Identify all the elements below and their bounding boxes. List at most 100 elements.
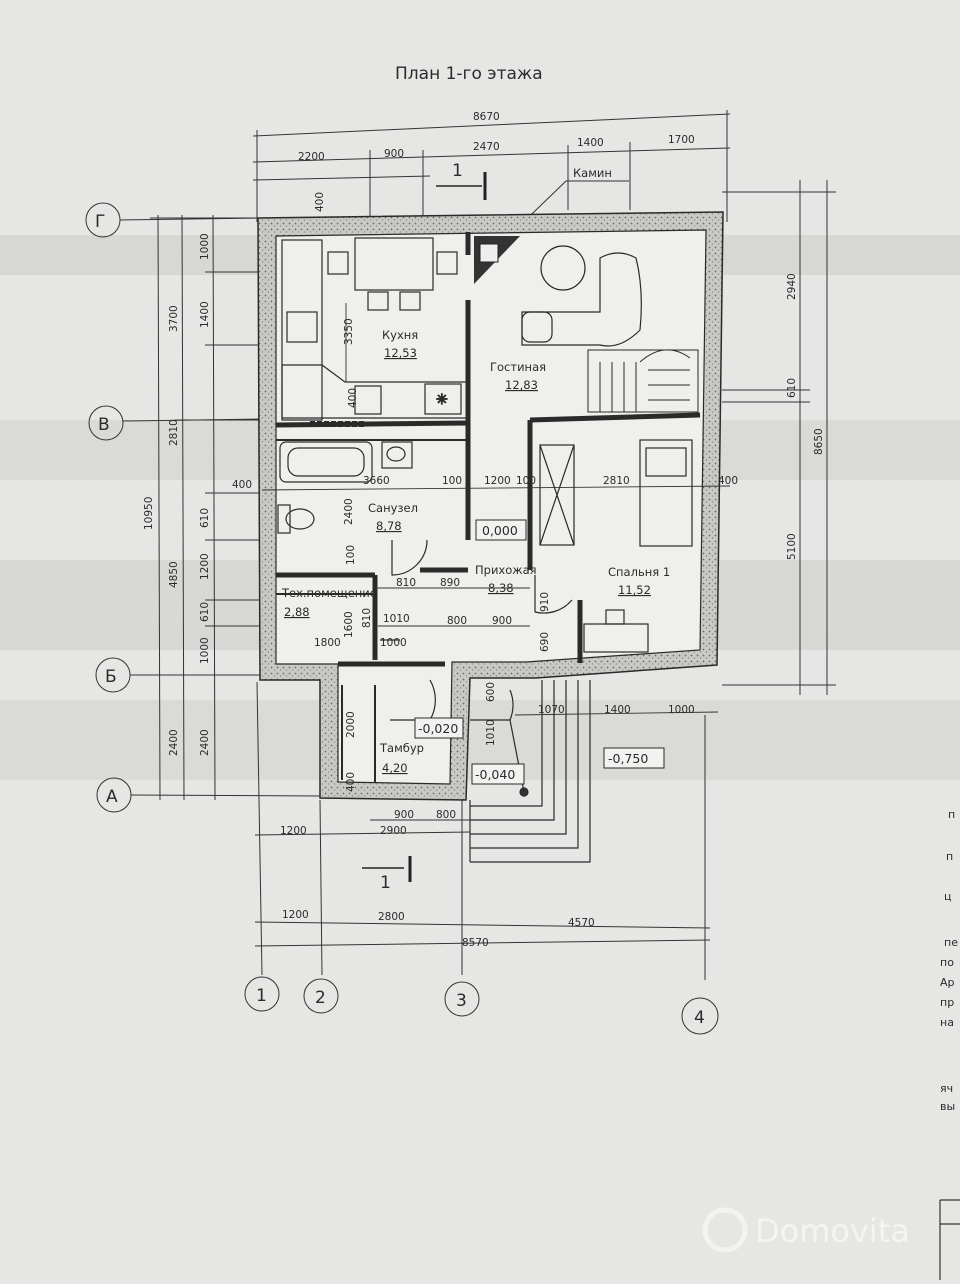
- room-bath-name: Санузел: [368, 501, 418, 515]
- section-mark-top: [436, 172, 487, 200]
- dim-in-2000: 2000: [345, 711, 357, 738]
- title-block-corner: [939, 1199, 960, 1280]
- room-vestibule-name: Тамбур: [379, 741, 424, 755]
- dim-bot-overall: 8570: [462, 937, 489, 949]
- dim-left-i4: 1200: [199, 553, 211, 580]
- section-mark-bottom: [362, 856, 412, 882]
- staircase: [587, 349, 699, 413]
- level-3: -0,750: [608, 751, 648, 766]
- dim-in-3660: 3660: [363, 475, 390, 487]
- dim-bot-4570: 4570: [568, 917, 595, 929]
- axis-cols: [244, 976, 719, 1035]
- room-kitchen-name: Кухня: [382, 328, 418, 342]
- annotation-text: ц: [944, 890, 952, 903]
- bedroom-furniture: [539, 439, 693, 653]
- axis-col-3: 3: [456, 991, 467, 1011]
- dim-right-5100: 5100: [786, 533, 798, 560]
- level-2: -0,040: [475, 767, 515, 782]
- dim-top-e: 900: [384, 148, 404, 160]
- dim-left-i2: 1400: [199, 301, 211, 328]
- watermark: Domovita: [700, 1200, 950, 1260]
- level-0: 0,000: [482, 523, 518, 538]
- dim-top-b: 1400: [577, 137, 604, 149]
- section-label-top: 1: [452, 161, 463, 181]
- annotation-text: п: [946, 850, 953, 863]
- dim-in-400a: 400: [314, 192, 326, 212]
- dim-in-890: 890: [440, 577, 460, 589]
- level-1: -0,020: [418, 721, 458, 736]
- dim-in-900: 900: [492, 615, 512, 627]
- dim-in-100a: 100: [442, 475, 462, 487]
- dim-bot-1200a: 1200: [280, 825, 307, 837]
- dim-in-810b: 810: [361, 608, 373, 628]
- dim-right-610: 610: [786, 378, 798, 398]
- room-kitchen-area: 12,53: [384, 346, 417, 360]
- dim-in-1800: 1800: [314, 637, 341, 649]
- dim-top-d: 2200: [298, 151, 325, 163]
- dim-in-910: 910: [539, 592, 551, 612]
- dim-in-810a: 810: [396, 577, 416, 589]
- fireplace-label: Камин: [573, 166, 612, 180]
- annotation-text: яч: [940, 1082, 953, 1095]
- dim-left-2810: 2810: [168, 419, 180, 446]
- axis-row-g: Г: [95, 212, 105, 232]
- dims-bottom: [254, 681, 711, 980]
- dims-left: [150, 214, 262, 801]
- dim-left-3700: 3700: [168, 305, 180, 332]
- dim-top-a: 2470: [473, 141, 500, 153]
- annotation-text: пр: [940, 996, 954, 1009]
- dim-bot-800: 800: [436, 809, 456, 821]
- annotation-text: вы: [940, 1100, 955, 1113]
- room-tech-area: 2,88: [284, 605, 310, 619]
- room-living-area: 12,83: [505, 378, 538, 392]
- axis-row-v: В: [98, 415, 110, 435]
- inner-dim-lines: [261, 303, 731, 716]
- annotation-text: ✳: [436, 392, 448, 408]
- watermark-text: Domovita: [755, 1212, 910, 1250]
- plan-title: План 1-го этажа: [395, 64, 543, 84]
- room-bath-area: 8,78: [376, 519, 402, 533]
- annotation-text: по: [940, 956, 954, 969]
- section-label-bottom: 1: [380, 873, 391, 893]
- bathroom-fixtures: [277, 421, 413, 534]
- level-boxes: [414, 519, 665, 785]
- axis-col-1: 1: [256, 986, 267, 1006]
- annotation-text: Ар: [940, 976, 955, 989]
- dim-in-400c: 400: [718, 475, 738, 487]
- dim-top-overall: 8670: [473, 111, 500, 123]
- dim-bot-2900: 2900: [380, 825, 407, 837]
- room-living-name: Гостиная: [490, 360, 546, 374]
- annotation-text: пе: [944, 936, 958, 949]
- dim-in-1600: 1600: [343, 611, 355, 638]
- dim-left-i6: 1000: [199, 637, 211, 664]
- dim-in-800: 800: [447, 615, 467, 627]
- dim-left-4850: 4850: [168, 561, 180, 588]
- annotation-text: на: [940, 1016, 954, 1029]
- side-notes: п п ц пе по Ар пр на яч вы: [940, 808, 958, 1113]
- room-bedroom-name: Спальня 1: [608, 565, 670, 579]
- dim-in-2810: 2810: [603, 475, 630, 487]
- axis-row-a: А: [106, 787, 118, 807]
- dim-in-400d: 400: [232, 479, 252, 491]
- dim-in-1010a: 1010: [383, 613, 410, 625]
- dims-top: [252, 110, 731, 222]
- dim-bot-2800: 2800: [378, 911, 405, 923]
- dim-in-400b: 400: [347, 388, 359, 408]
- entrance-steps: [469, 680, 591, 863]
- dims-right: [722, 180, 836, 695]
- room-vestibule-area: 4,20: [382, 761, 408, 775]
- dim-left-overall: 10950: [143, 497, 155, 530]
- dim-in-1000: 1000: [380, 637, 407, 649]
- dim-bot-1200b: 1200: [282, 909, 309, 921]
- dim-in-3350: 3350: [343, 318, 355, 345]
- room-bedroom-area: 11,52: [618, 583, 651, 597]
- dim-in-600: 600: [485, 682, 497, 702]
- dim-right-2940: 2940: [786, 273, 798, 300]
- dim-in-1200: 1200: [484, 475, 511, 487]
- dim-in-1070: 1070: [538, 704, 565, 716]
- dim-in-1010b: 1010: [485, 719, 497, 746]
- dim-left-i5: 610: [199, 602, 211, 622]
- axis-col-4: 4: [694, 1008, 705, 1028]
- dim-left-i1: 1000: [199, 233, 211, 260]
